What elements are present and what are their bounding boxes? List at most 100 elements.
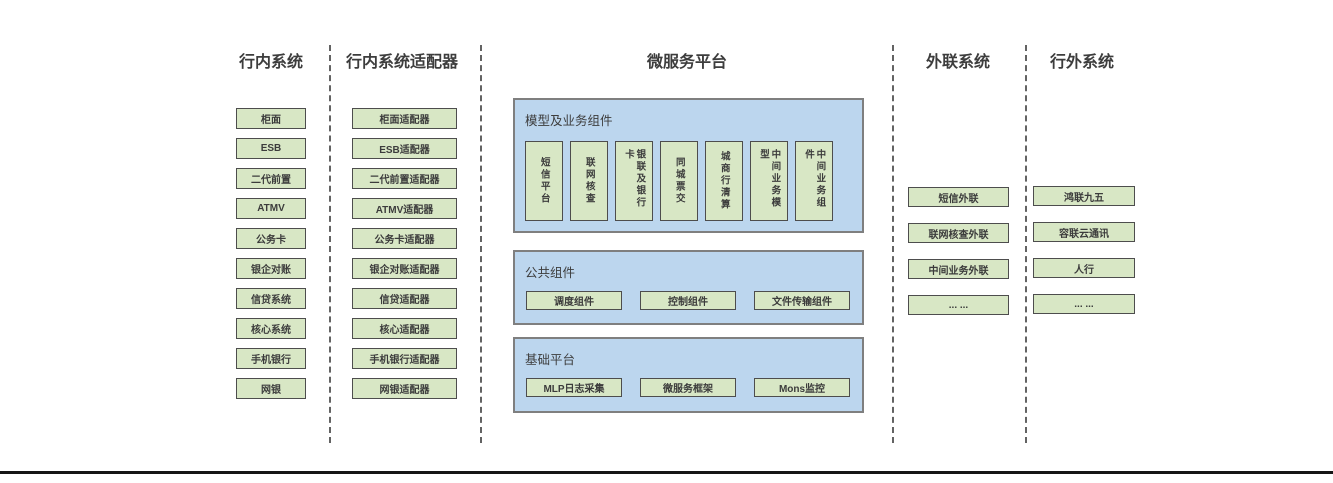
external-system-box: ... ...	[1033, 294, 1135, 314]
box-label: 公务卡适配器	[374, 235, 435, 246]
adapter-box: ATMV适配器	[352, 198, 457, 219]
internal-systems-list: 柜面 ESB 二代前置 ATMV 公务卡银企对账信贷系统核心系统手机银行网银	[236, 108, 306, 408]
common-component-box: 控制组件	[640, 291, 736, 310]
panel-label: 公共组件	[525, 266, 576, 280]
box-label: 网银	[261, 385, 281, 396]
box-label: MLP日志采集	[543, 384, 605, 395]
box-label: 短信外联	[938, 193, 979, 205]
box-label: 公务卡	[256, 235, 286, 246]
box-label: 柜面适配器	[379, 115, 430, 126]
box-label: ESB	[260, 143, 282, 154]
adapter-box: 网银适配器	[352, 378, 457, 399]
box-label: 微服务框架	[663, 384, 713, 395]
box-label: 中间业务外联	[928, 265, 989, 277]
model-components-list: 短信平台 联网核查 银联及银行卡 同城票交 城商行清算 中间业务模型中间业务组件	[515, 141, 862, 221]
box-label: 信贷系统	[251, 295, 291, 306]
internal-system-box: 信贷系统	[236, 288, 306, 309]
base-platform-list: MLP日志采集 微服务框架 Mons监控	[515, 378, 862, 397]
adapter-box: 公务卡适配器	[352, 228, 457, 249]
box-label: 银企对账	[251, 265, 291, 276]
outreach-system-box: 中间业务外联	[908, 259, 1009, 279]
box-label: ... ...	[1074, 298, 1094, 310]
internal-system-box: 核心系统	[236, 318, 306, 339]
box-label: 柜面	[261, 115, 281, 126]
box-label: Mons监控	[778, 384, 826, 395]
box-label: 信贷适配器	[379, 295, 430, 306]
box-label: 银企对账适配器	[369, 265, 440, 276]
model-component-box: 联网核查	[570, 141, 608, 221]
outreach-system-box: 联网核查外联	[908, 223, 1009, 243]
internal-system-box: ATMV	[236, 198, 306, 219]
column-title-outreach-systems: 外联系统	[925, 54, 990, 71]
box-label: ATMV适配器	[375, 205, 434, 216]
box-label: 短信平台	[538, 157, 550, 205]
adapter-box: ESB适配器	[352, 138, 457, 159]
internal-system-box: 公务卡	[236, 228, 306, 249]
adapter-box: 二代前置适配器	[352, 168, 457, 189]
outreach-system-box: 短信外联	[908, 187, 1009, 207]
model-component-box: 中间业务模型	[750, 141, 788, 221]
internal-system-box: 银企对账	[236, 258, 306, 279]
external-system-box: 鸿联九五	[1033, 186, 1135, 206]
box-label: 手机银行	[251, 355, 291, 366]
box-label: 网银适配器	[379, 385, 430, 396]
box-label: 核心系统	[251, 325, 291, 336]
common-component-box: 文件传输组件	[754, 291, 850, 310]
adapter-box: 手机银行适配器	[352, 348, 457, 369]
common-components-list: 调度组件 控制组件 文件传输组件	[515, 291, 862, 310]
box-label: 联网核查外联	[928, 229, 989, 241]
dashed-separator	[892, 45, 894, 443]
model-component-box: 城商行清算	[705, 141, 743, 221]
panel-model-business-components: 模型及业务组件 短信平台 联网核查 银联及银行卡 同城票交 城商行清算 中间业务模型中间业…	[513, 98, 864, 233]
internal-system-box: 柜面	[236, 108, 306, 129]
outreach-systems-list: 短信外联联网核查外联中间业务外联 ... ...	[908, 187, 1009, 331]
column-title-external-systems: 行外系统	[1049, 54, 1114, 71]
model-component-box: 中间业务组件	[795, 141, 833, 221]
common-component-box: 调度组件	[526, 291, 622, 310]
dashed-separator	[329, 45, 331, 443]
internal-adapters-list: 柜面适配器 ESB适配器二代前置适配器 ATMV适配器公务卡适配器银企对账适配器信贷…	[352, 108, 457, 408]
box-label: 中间业务模型	[758, 149, 781, 209]
model-component-box: 同城票交	[660, 141, 698, 221]
column-title-microservice-platform: 微服务平台	[646, 54, 727, 71]
base-platform-box: Mons监控	[754, 378, 850, 397]
column-title-internal-systems: 行内系统	[238, 54, 303, 71]
base-platform-box: MLP日志采集	[526, 378, 622, 397]
box-label: 联网核查	[583, 157, 595, 205]
box-label: ... ...	[948, 299, 969, 311]
base-platform-box: 微服务框架	[640, 378, 736, 397]
dashed-separator	[1025, 45, 1027, 443]
outreach-system-box: ... ...	[908, 295, 1009, 315]
internal-system-box: 手机银行	[236, 348, 306, 369]
box-label: 控制组件	[668, 297, 708, 308]
box-label: 银联及银行卡	[623, 149, 646, 209]
panel-common-components: 公共组件 调度组件 控制组件 文件传输组件	[513, 250, 864, 325]
box-label: 中间业务组件	[803, 149, 826, 209]
box-label: 二代前置	[251, 175, 291, 186]
panel-base-platform: 基础平台 MLP日志采集 微服务框架 Mons监控	[513, 337, 864, 413]
dashed-separator	[480, 45, 482, 443]
bottom-divider-line	[0, 471, 1333, 474]
model-component-box: 银联及银行卡	[615, 141, 653, 221]
box-label: 鸿联九五	[1064, 192, 1104, 204]
panel-label: 模型及业务组件	[525, 114, 613, 128]
box-label: 二代前置适配器	[369, 175, 440, 186]
adapter-box: 银企对账适配器	[352, 258, 457, 279]
panel-label: 基础平台	[525, 353, 576, 367]
box-label: 人行	[1074, 264, 1094, 276]
adapter-box: 核心适配器	[352, 318, 457, 339]
external-system-box: 容联云通讯	[1033, 222, 1135, 242]
column-title-internal-adapters: 行内系统适配器	[345, 54, 458, 71]
box-label: 文件传输组件	[772, 297, 832, 308]
internal-system-box: 网银	[236, 378, 306, 399]
box-label: 城商行清算	[718, 151, 730, 211]
external-systems-list: 鸿联九五容联云通讯人行 ... ...	[1033, 186, 1135, 330]
box-label: 同城票交	[673, 157, 685, 205]
box-label: 手机银行适配器	[369, 355, 440, 366]
adapter-box: 柜面适配器	[352, 108, 457, 129]
box-label: 核心适配器	[379, 325, 430, 336]
box-label: 调度组件	[554, 297, 594, 308]
box-label: 容联云通讯	[1059, 228, 1109, 240]
internal-system-box: ESB	[236, 138, 306, 159]
